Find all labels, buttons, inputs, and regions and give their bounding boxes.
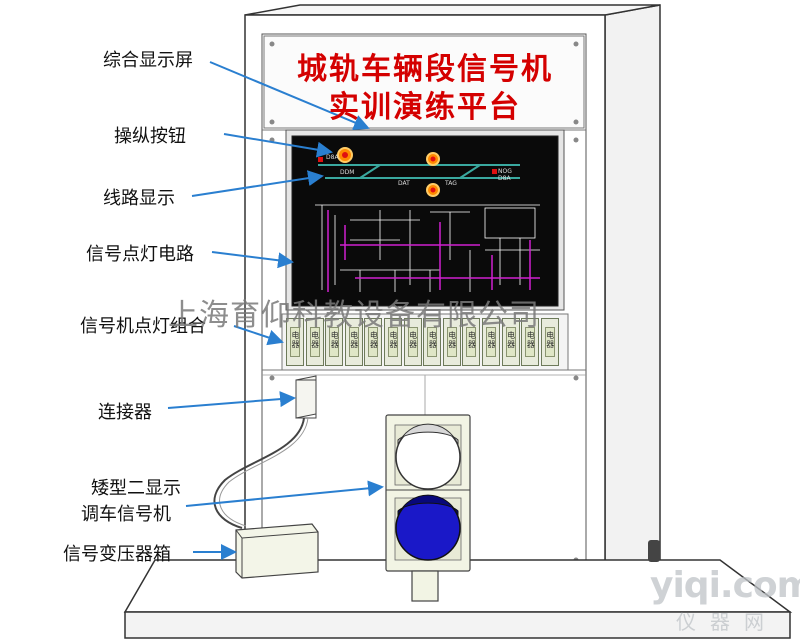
platform-title-line2: 实训演练平台 xyxy=(329,90,521,125)
site-sub-watermark: 仪器网 xyxy=(676,610,778,634)
company-watermark: 上海育仰科教设备有限公司 xyxy=(168,298,540,333)
label-display-screen: 综合显示屏 xyxy=(103,50,193,71)
lamp-module-window xyxy=(427,327,438,357)
lamp-module-window xyxy=(466,327,477,357)
lamp-module-window xyxy=(309,327,320,357)
lamp-module-window xyxy=(505,327,516,357)
label-signal-lamp-circuit: 信号点灯电路 xyxy=(86,244,194,265)
lamp-module-label: 电器 xyxy=(330,331,339,349)
lamp-module: 电器 xyxy=(384,318,402,366)
platform-title-line1: 城轨车辆段信号机 xyxy=(297,52,553,87)
lamp-module-window xyxy=(388,327,398,357)
lamp-module-window xyxy=(544,327,555,357)
screen-name-right: NOG xyxy=(498,168,512,175)
lamp-module-window xyxy=(407,327,418,357)
lamp-module: 电器 xyxy=(305,318,324,366)
lamp-module: 电器 xyxy=(423,318,442,366)
track-label-right: TAG xyxy=(445,180,457,187)
screen-code-left: D8A xyxy=(326,154,339,161)
lamp-module-label: 电器 xyxy=(311,331,320,349)
lamp-module: 电器 xyxy=(364,318,383,366)
lamp-module-window xyxy=(290,327,300,357)
arrow-display-screen xyxy=(209,61,370,130)
lamp-module-window xyxy=(368,327,379,357)
arrow-route-display xyxy=(191,170,324,197)
lamp-module-window xyxy=(329,327,340,357)
lamp-module: 电器 xyxy=(501,318,520,366)
lamp-module-window xyxy=(446,327,457,357)
lamp-module-window xyxy=(486,327,496,357)
arrow-dwarf-signal xyxy=(185,480,384,507)
lamp-module: 电器 xyxy=(325,318,344,366)
lamp-module-window xyxy=(348,327,359,357)
lamp-module-label: 电器 xyxy=(467,331,476,349)
arrow-lamp-circuit xyxy=(211,251,294,269)
label-route-display: 线路显示 xyxy=(103,188,175,209)
lamp-module-label: 电器 xyxy=(350,331,359,349)
lamp-module-label: 电器 xyxy=(526,331,535,349)
lamp-module-label: 电器 xyxy=(546,331,555,349)
label-transformer-box: 信号变压器箱 xyxy=(63,544,171,565)
lamp-module: 电器 xyxy=(286,318,304,366)
lamp-module: 电器 xyxy=(403,318,422,366)
lamp-module: 电器 xyxy=(344,318,363,366)
track-label-left: DDM xyxy=(340,169,355,176)
label-dwarf-signal-line2: 调车信号机 xyxy=(81,504,171,525)
label-dwarf-signal-line1: 矮型二显示 xyxy=(91,478,181,499)
site-watermark: yiqi.com xyxy=(650,565,800,606)
lamp-module-label: 电器 xyxy=(389,331,398,349)
label-connector: 连接器 xyxy=(98,402,152,423)
track-label-mid: DAT xyxy=(398,180,410,187)
label-signal-lamp-group: 信号机点灯组合 xyxy=(80,316,206,337)
arrow-control-buttons xyxy=(223,133,333,158)
screen-code-right: D8A xyxy=(498,175,511,182)
lamp-module-label: 电器 xyxy=(291,331,300,349)
lamp-module-window xyxy=(525,327,536,357)
lamp-module: 电器 xyxy=(540,318,559,366)
lamp-module: 电器 xyxy=(442,318,461,366)
lamp-module-label: 电器 xyxy=(409,331,418,349)
lamp-module-label: 电器 xyxy=(369,331,378,349)
label-control-buttons: 操纵按钮 xyxy=(114,126,186,147)
lamp-module: 电器 xyxy=(521,318,540,366)
arrow-lamp-group xyxy=(233,325,284,346)
lamp-module-label: 电器 xyxy=(428,331,437,349)
lamp-module: 电器 xyxy=(482,318,500,366)
lamp-module-label: 电器 xyxy=(507,331,516,349)
lamp-module-label: 电器 xyxy=(487,331,496,349)
lamp-module: 电器 xyxy=(462,318,481,366)
arrow-connector xyxy=(167,391,296,409)
lamp-module-label: 电器 xyxy=(448,331,457,349)
